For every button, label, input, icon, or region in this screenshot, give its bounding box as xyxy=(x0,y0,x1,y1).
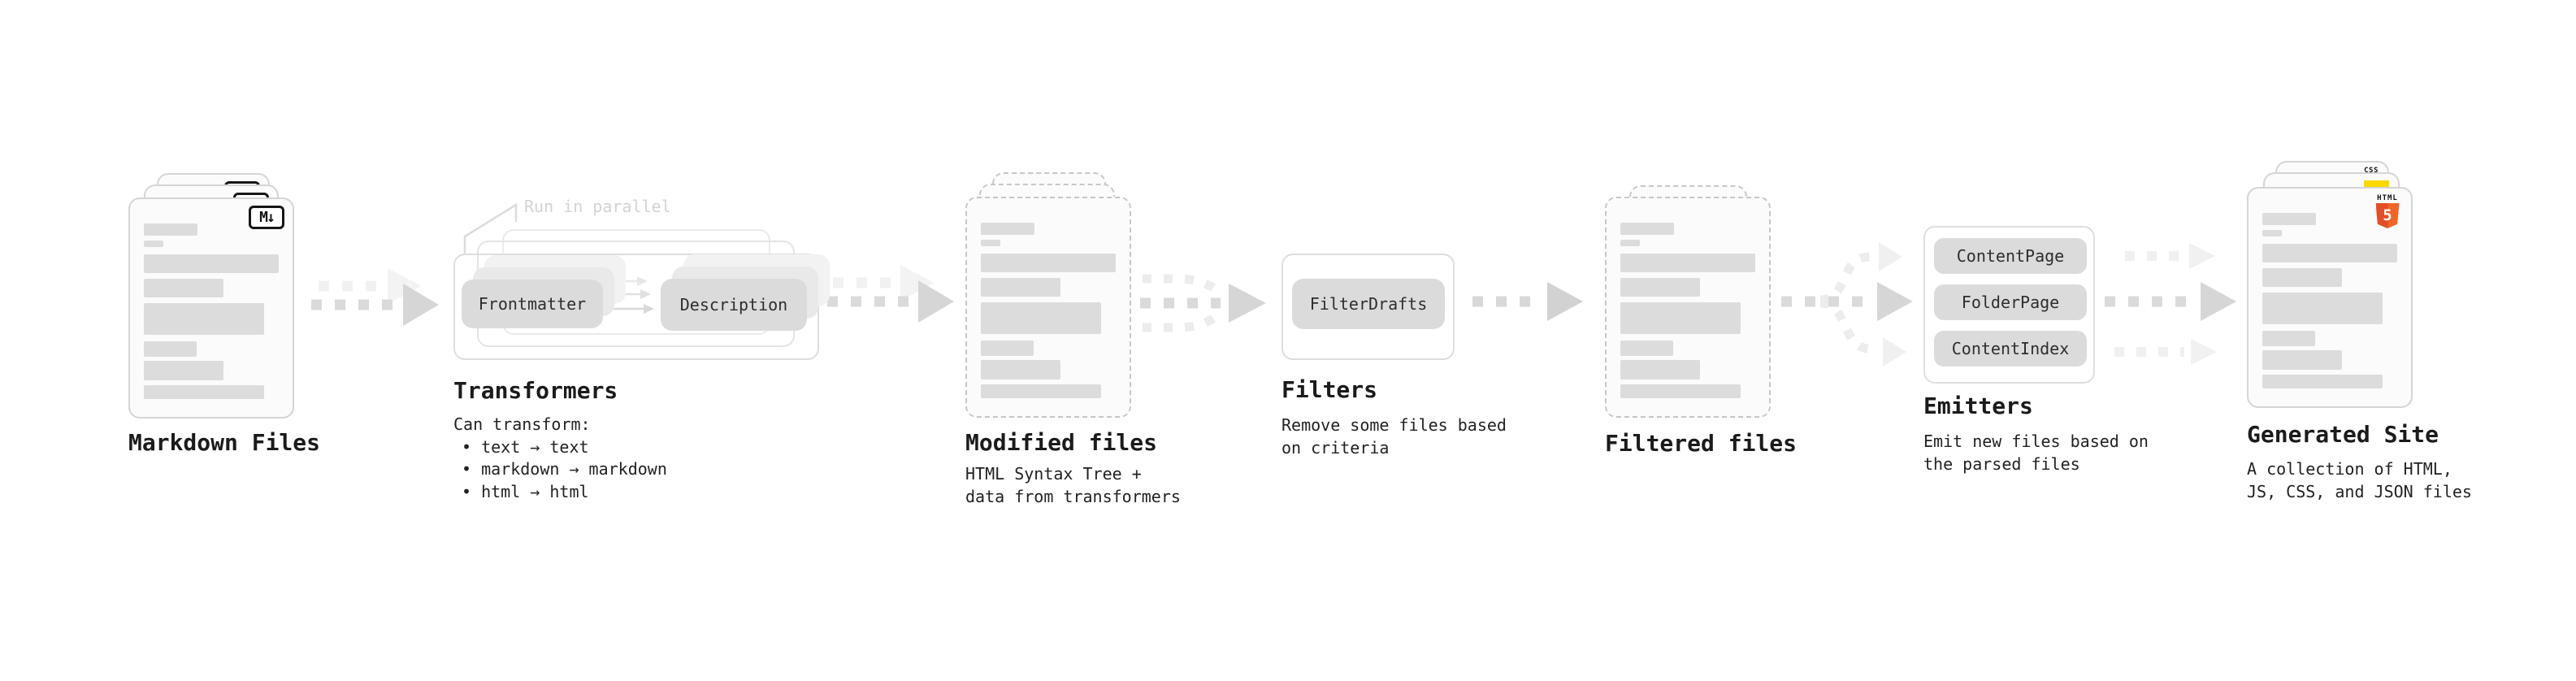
contentindex-pill: ContentIndex xyxy=(1934,331,2087,367)
generated-site-subtitle: A collection of HTML, JS, CSS, and JSON … xyxy=(2247,458,2472,503)
skeleton-text-bar xyxy=(981,384,1101,398)
skeleton-text-bar xyxy=(144,254,279,273)
skeleton-text-bar xyxy=(981,360,1060,380)
skeleton-text-bar xyxy=(1620,340,1673,356)
modified-files-subtitle: HTML Syntax Tree + data from transformer… xyxy=(965,462,1181,508)
generated-site-label: Generated Site xyxy=(2247,421,2439,448)
subtitle-line: HTML Syntax Tree + xyxy=(965,464,1142,484)
skeleton-text-bar xyxy=(2262,213,2316,225)
skeleton-text-bar xyxy=(1620,240,1640,246)
skeleton-text-bar xyxy=(144,279,223,297)
arrow-filters-to-filtered xyxy=(1472,282,1583,321)
transformers-bullet: • text → text xyxy=(462,436,589,457)
skeleton-text-bar xyxy=(2262,375,2383,388)
skeleton-text-bar xyxy=(1620,360,1700,380)
html5-word: HTML xyxy=(2377,194,2398,202)
skeleton-text-bar xyxy=(981,240,1000,246)
filters-box xyxy=(1281,254,1455,360)
filterdrafts-pill: FilterDrafts xyxy=(1292,279,1445,329)
transformer-box-front xyxy=(453,254,819,360)
skeleton-text-bar xyxy=(144,385,264,399)
skeleton-text-bar xyxy=(981,340,1034,356)
subtitle-line: Emit new files based on xyxy=(1923,432,2149,451)
arrow-emitters-to-generated xyxy=(2105,243,2236,365)
filtered-files-label: Filtered files xyxy=(1605,430,1798,457)
skeleton-text-bar xyxy=(1620,223,1674,235)
folderpage-pill: FolderPage xyxy=(1934,284,2087,320)
markdown-file-card-front: M↓ xyxy=(128,197,294,419)
run-in-parallel-note: Run in parallel xyxy=(524,197,671,216)
skeleton-text-bar xyxy=(981,223,1034,235)
skeleton-text-bar xyxy=(144,361,223,380)
arrow-modified-to-filters-fanin xyxy=(1140,274,1266,332)
transformers-description: Can transform: • text → text • markdown … xyxy=(453,414,667,503)
markdown-icon: M↓ xyxy=(249,206,284,229)
skeleton-text-bar xyxy=(1620,384,1741,398)
transformers-bullet: • html → html xyxy=(462,481,589,501)
subtitle-line: Remove some files based xyxy=(1281,415,1507,435)
arrow-filtered-to-emitters-fanout xyxy=(1781,242,1913,367)
filtered-file-card-front xyxy=(1605,197,1771,418)
subtitle-line: data from transformers xyxy=(965,487,1181,506)
skeleton-text-bar xyxy=(144,341,197,357)
html5-icon: HTML 5 xyxy=(2373,194,2402,228)
modified-file-card-front xyxy=(965,197,1131,418)
skeleton-text-bar xyxy=(2262,350,2342,370)
subtitle-line: on criteria xyxy=(1281,438,1390,458)
skeleton-text-bar xyxy=(981,302,1101,334)
skeleton-text-bar xyxy=(144,241,163,247)
skeleton-text-bar xyxy=(144,303,264,335)
emitters-subtitle: Emit new files based on the parsed files xyxy=(1923,430,2149,475)
css-badge-label: CSS xyxy=(2364,167,2379,175)
subtitle-line: JS, CSS, and JSON files xyxy=(2247,482,2472,501)
transformers-label: Transformers xyxy=(453,377,618,404)
arrow-markdown-to-transformers xyxy=(311,268,439,326)
transformers-desc-title: Can transform: xyxy=(453,414,591,434)
skeleton-text-bar xyxy=(2262,244,2397,262)
skeleton-text-bar xyxy=(1620,278,1700,297)
skeleton-text-bar xyxy=(2262,293,2383,324)
generated-file-card-front: HTML 5 xyxy=(2247,187,2413,408)
skeleton-text-bar xyxy=(1620,302,1741,334)
filters-label: Filters xyxy=(1281,376,1378,403)
skeleton-text-bar xyxy=(2262,268,2342,287)
emitters-box xyxy=(1923,226,2095,384)
html5-shield: 5 xyxy=(2375,203,2400,228)
arrow-transformers-to-modified xyxy=(827,265,954,323)
contentpage-pill: ContentPage xyxy=(1934,238,2087,274)
skeleton-text-bar xyxy=(2262,230,2282,236)
description-pill: Description xyxy=(661,279,807,331)
html5-number: 5 xyxy=(2383,206,2392,224)
skeleton-text-bar xyxy=(2262,331,2315,346)
emitters-label: Emitters xyxy=(1923,393,2033,419)
modified-files-label: Modified files xyxy=(965,429,1158,456)
subtitle-line: the parsed files xyxy=(1923,454,2080,474)
skeleton-text-bar xyxy=(1620,254,1755,272)
skeleton-text-bar xyxy=(981,278,1060,297)
frontmatter-pill: Frontmatter xyxy=(462,280,603,328)
subtitle-line: A collection of HTML, xyxy=(2247,459,2452,479)
markdown-files-label: Markdown Files xyxy=(128,429,321,456)
filters-subtitle: Remove some files based on criteria xyxy=(1281,414,1507,459)
skeleton-text-bar xyxy=(144,223,197,236)
skeleton-text-bar xyxy=(981,254,1116,272)
transformers-bullet: • markdown → markdown xyxy=(462,459,667,479)
